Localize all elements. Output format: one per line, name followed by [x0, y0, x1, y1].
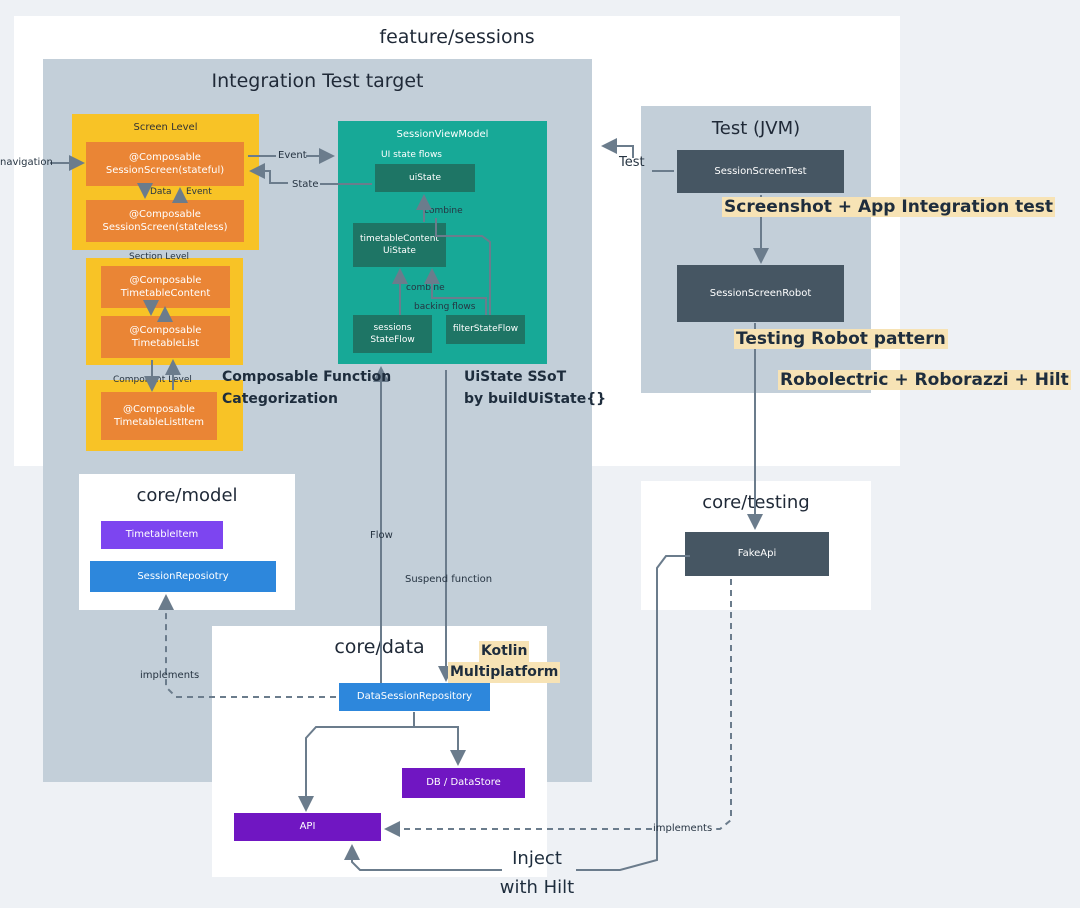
data-session-repository-text: DataSessionRepository — [356, 691, 473, 703]
robot-text: SessionScreenRobot — [709, 287, 812, 299]
categorization-line2: Categorization — [222, 391, 338, 407]
inject-with-hilt: Inject with Hilt — [496, 844, 578, 902]
stateless-line2: SessionScreen(stateless) — [102, 222, 228, 233]
flow-label: Flow — [370, 530, 393, 541]
stateless-line1: @Composable — [129, 208, 201, 220]
combine-label-2: combine — [406, 283, 445, 293]
timetable-content[interactable]: @Composable TimetableContent — [101, 266, 230, 308]
test-jvm-title: Test (JVM) — [711, 118, 801, 139]
data-label: Data — [150, 187, 172, 197]
content-line2: TimetableContent — [120, 288, 211, 299]
api-text: API — [299, 821, 316, 833]
ui-state-box[interactable]: uiState — [375, 164, 475, 192]
implements-label-1: implements — [140, 670, 200, 681]
data-session-repository[interactable]: DataSessionRepository — [339, 683, 490, 711]
ssot-line1: UiState SSoT — [464, 369, 567, 385]
item-line1: @Composable — [123, 403, 195, 415]
session-screen-test[interactable]: SessionScreenTest — [677, 150, 844, 193]
kotlin-line2: Multiplatform — [448, 662, 561, 683]
screenshot-highlight: Screenshot + App Integration test — [722, 197, 1056, 217]
timetable-item-text: TimetableItem — [125, 529, 199, 541]
fake-api[interactable]: FakeApi — [685, 532, 829, 576]
sessions-line2: StateFlow — [370, 335, 415, 345]
list-line1: @Composable — [129, 324, 202, 336]
content-line1: @Composable — [129, 274, 202, 286]
db-datastore[interactable]: DB / DataStore — [402, 768, 525, 798]
ui-state-text: uiState — [408, 172, 442, 183]
implements-label-2: implements — [653, 823, 713, 834]
core-data-title: core/data — [334, 636, 425, 658]
inject-line1: Inject — [512, 848, 562, 869]
list-line2: TimetableList — [131, 338, 200, 349]
screen-level-title: Screen Level — [133, 122, 198, 133]
stateful-line2: SessionScreen(stateful) — [105, 165, 225, 176]
ssot-line2: by buildUiState{} — [464, 391, 607, 407]
fake-api-text: FakeApi — [737, 548, 777, 560]
db-datastore-text: DB / DataStore — [426, 777, 501, 789]
timetable-content-uistate[interactable]: timetableContent UiState — [353, 223, 446, 267]
tcus-line2: UiState — [383, 246, 416, 256]
stateful-line1: @Composable — [129, 151, 201, 163]
suspend-label: Suspend function — [405, 574, 493, 585]
backing-flows-label: backing flows — [414, 302, 476, 312]
event2-label: Event — [186, 187, 212, 197]
sessions-line1: sessions — [373, 322, 412, 333]
state-label: State — [292, 179, 319, 190]
tcus-line1: timetableContent — [360, 233, 439, 244]
integration-test-title: Integration Test target — [211, 70, 424, 92]
session-repository-text: SessionReposiotry — [137, 570, 229, 582]
test-label: Test — [619, 155, 645, 170]
feature-sessions-title: feature/sessions — [379, 26, 535, 48]
event-label: Event — [278, 150, 307, 161]
categorization-line1: Composable Function — [222, 369, 392, 385]
screen-test-text: SessionScreenTest — [714, 165, 807, 177]
filter-text: filterStateFlow — [452, 324, 519, 335]
api-box[interactable]: API — [234, 813, 381, 841]
sessions-stateflow[interactable]: sessions StateFlow — [353, 315, 432, 353]
ui-state-flows-label: UI state flows — [381, 150, 442, 160]
robot-pattern-highlight: Testing Robot pattern — [734, 329, 948, 349]
timetable-list-item[interactable]: @Composable TimetableListItem — [101, 392, 217, 440]
kotlin-mp-highlight: Kotlin Multiplatform — [448, 641, 561, 683]
robolectric-highlight: Robolectric + Roborazzi + Hilt — [778, 370, 1071, 390]
section-level-title: Section Level — [129, 252, 190, 262]
inject-line2: with Hilt — [499, 877, 575, 898]
item-line2: TimetableListItem — [113, 417, 205, 428]
kotlin-line1: Kotlin — [478, 641, 530, 662]
core-model-title: core/model — [136, 485, 238, 506]
uistate-ssot: UiState SSoT by buildUiState{} — [464, 366, 606, 410]
timetable-item[interactable]: TimetableItem — [101, 521, 223, 549]
filter-stateflow[interactable]: filterStateFlow — [446, 315, 525, 344]
session-screen-stateful[interactable]: @Composable SessionScreen(stateful) — [86, 142, 244, 186]
navigation-label: navigation — [0, 157, 53, 168]
composable-categorization: Composable Function Categorization — [222, 366, 391, 410]
viewmodel-title: SessionViewModel — [396, 129, 489, 140]
session-screen-robot[interactable]: SessionScreenRobot — [677, 265, 844, 322]
combine-label-1: combine — [424, 206, 463, 216]
session-repository[interactable]: SessionReposiotry — [90, 561, 276, 592]
session-screen-stateless[interactable]: @Composable SessionScreen(stateless) — [86, 200, 244, 242]
timetable-list[interactable]: @Composable TimetableList — [101, 316, 230, 358]
